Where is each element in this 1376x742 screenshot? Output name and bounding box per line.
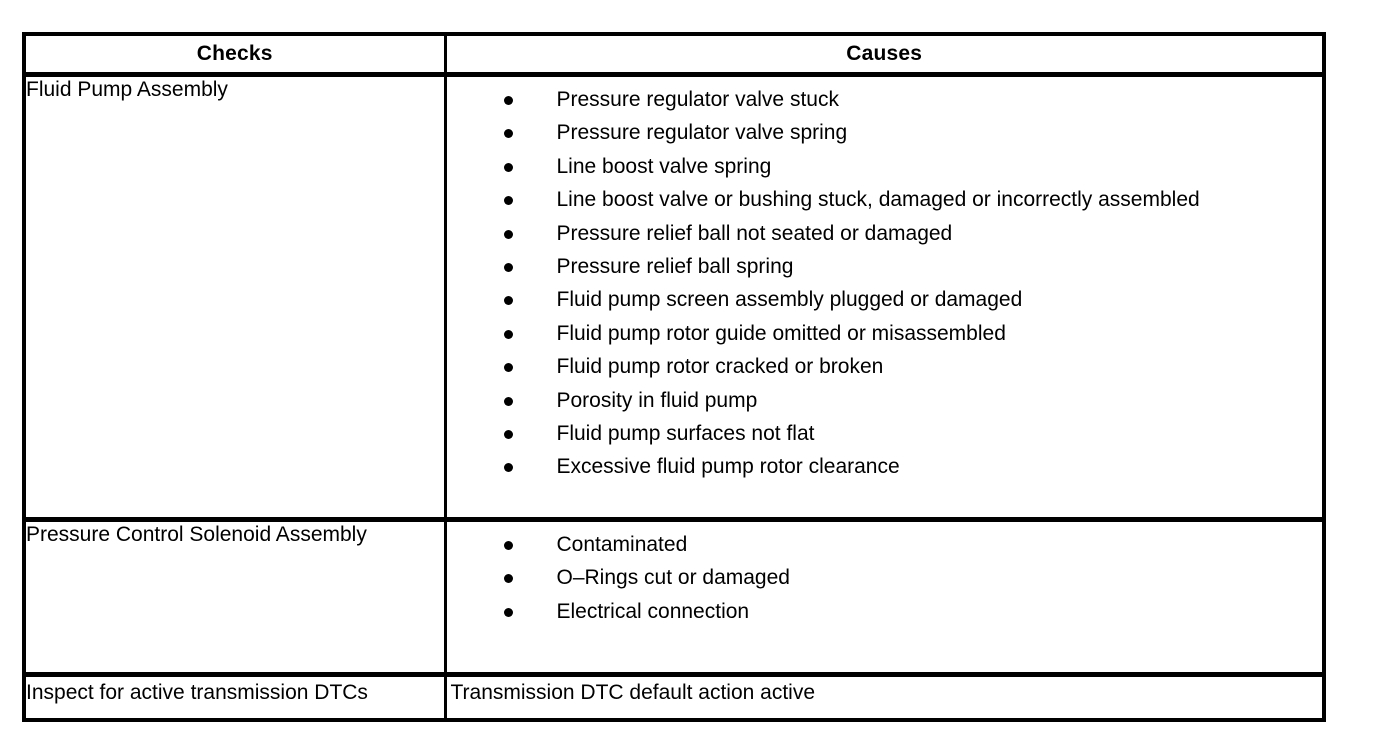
list-item: Fluid pump rotor guide omitted or misass… <box>447 322 1323 355</box>
bullet-icon <box>503 396 513 406</box>
bullet-icon <box>503 329 513 339</box>
cause-list: Contaminated O–Rings cut or damaged Elec… <box>447 522 1323 633</box>
cause-text: Line boost valve or bushing stuck, damag… <box>556 188 1200 212</box>
bullet-icon <box>503 541 513 550</box>
cause-text: Pressure relief ball spring <box>556 254 794 278</box>
causes-cell: Pressure regulator valve stuck Pressure … <box>445 74 1324 522</box>
list-item: Fluid pump surfaces not flat <box>447 422 1323 455</box>
bullet-icon <box>503 296 513 306</box>
table-row: Fluid Pump Assembly Pressure regulator v… <box>24 74 1324 522</box>
cause-text: Fluid pump surfaces not flat <box>556 421 815 445</box>
cause-text: Fluid pump screen assembly plugged or da… <box>556 288 1023 312</box>
cause-text: Pressure regulator valve stuck <box>556 88 839 111</box>
bullet-icon <box>503 96 513 105</box>
bullet-icon <box>503 262 513 272</box>
cause-text: Transmission DTC default action active <box>450 681 816 704</box>
cause-text: Electrical connection <box>556 599 750 623</box>
causes-cell: Transmission DTC default action active <box>445 674 1324 720</box>
list-item: Pressure regulator valve stuck <box>447 88 1323 121</box>
bullet-icon <box>503 607 513 617</box>
list-item: Pressure relief ball spring <box>447 255 1323 288</box>
cause-text: Fluid pump rotor guide omitted or misass… <box>556 321 1006 345</box>
list-item: Fluid pump rotor cracked or broken <box>447 355 1323 388</box>
list-item: Contaminated <box>447 533 1323 566</box>
bullet-icon <box>503 162 513 172</box>
cause-text: O–Rings cut or damaged <box>556 566 790 590</box>
cause-list: Pressure regulator valve stuck Pressure … <box>447 77 1323 489</box>
cause-text: Line boost valve spring <box>556 154 772 178</box>
table-row: Pressure Control Solenoid Assembly Conta… <box>24 519 1324 677</box>
cause-text: Contaminated <box>556 533 688 556</box>
causes-cell: Contaminated O–Rings cut or damaged Elec… <box>445 519 1324 677</box>
list-item: O–Rings cut or damaged <box>447 566 1323 599</box>
diagnostic-checks-causes-table: Checks Causes Fluid Pump Assembly Pressu… <box>22 32 1326 722</box>
bullet-icon <box>503 129 513 139</box>
column-header-causes: Causes <box>445 34 1324 77</box>
check-label: Inspect for active transmission DTCs <box>24 674 447 720</box>
list-item: Fluid pump screen assembly plugged or da… <box>447 288 1323 321</box>
check-label: Pressure Control Solenoid Assembly <box>24 519 447 677</box>
bullet-icon <box>503 196 513 206</box>
list-item: Electrical connection <box>447 600 1323 633</box>
bullet-icon <box>503 574 513 584</box>
check-label: Fluid Pump Assembly <box>24 74 447 522</box>
cause-text: Pressure relief ball not seated or damag… <box>556 221 953 245</box>
table-header-row: Checks Causes <box>24 34 1324 77</box>
bullet-icon <box>503 463 513 473</box>
bullet-icon <box>503 229 513 239</box>
column-header-checks: Checks <box>24 34 447 77</box>
cause-text: Fluid pump rotor cracked or broken <box>556 355 884 379</box>
cause-text: Excessive fluid pump rotor clearance <box>556 455 900 479</box>
cause-text: Porosity in fluid pump <box>556 388 758 412</box>
bullet-icon <box>503 363 513 373</box>
list-item: Line boost valve spring <box>447 155 1323 188</box>
list-item: Excessive fluid pump rotor clearance <box>447 455 1323 488</box>
bullet-icon <box>503 429 513 439</box>
list-item: Porosity in fluid pump <box>447 389 1323 422</box>
table-row: Inspect for active transmission DTCs Tra… <box>24 674 1324 720</box>
list-item: Pressure relief ball not seated or damag… <box>447 222 1323 255</box>
list-item: Line boost valve or bushing stuck, damag… <box>447 188 1323 221</box>
list-item: Pressure regulator valve spring <box>447 121 1323 154</box>
cause-text: Pressure regulator valve spring <box>556 121 848 145</box>
